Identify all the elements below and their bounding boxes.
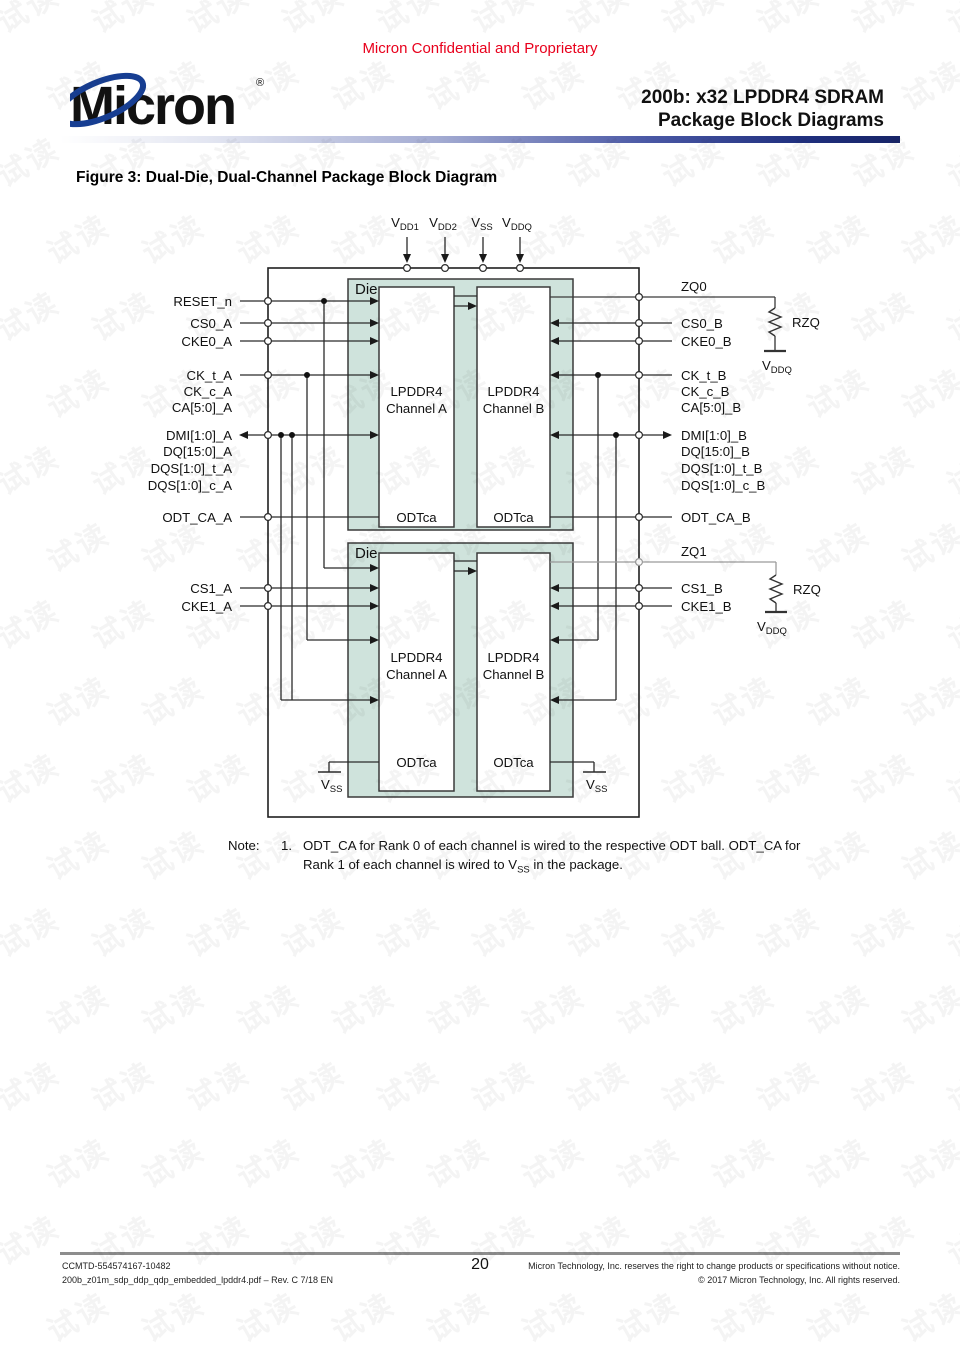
die-label-bottom: Die [355,545,378,562]
label-dqs-t-b: DQS[1:0]_t_B [681,461,763,476]
odtca-label-top-b: ODTca [493,510,534,525]
label-ck-c-b: CK_c_B [681,384,730,399]
channel-b-bottom-line1: LPDDR4 [487,650,539,665]
label-cke1-a: CKE1_A [181,599,232,614]
label-rzq-bottom: RZQ [793,582,821,597]
footer-rule [60,1252,900,1255]
svg-text:VSS: VSS [471,215,492,233]
svg-text:VDD1: VDD1 [391,215,419,233]
channel-a-bottom-line2: Channel A [386,667,447,682]
channel-b-top-line1: LPDDR4 [487,384,539,399]
package-ball-pads [264,264,643,610]
zq1-network [550,561,787,614]
micron-logo-swoosh-icon [70,72,147,128]
label-cs1-a: CS1_A [190,581,232,596]
junction-dots [278,298,619,438]
label-dq-a: DQ[15:0]_A [163,444,232,459]
page-number: 20 [471,1256,489,1273]
figure-title: Figure 3: Dual-Die, Dual-Channel Package… [76,169,498,186]
vddq-pin-label: V [502,215,511,230]
label-odt-ca-a: ODT_CA_A [162,510,232,525]
label-cs0-b: CS0_B [681,316,723,331]
power-pin-labels: VDD1 VDD2 VSS VDDQ [391,215,532,233]
label-dqs-c-b: DQS[1:0]_c_B [681,478,765,493]
note-number: 1. [281,838,292,853]
confidential-notice: Micron Confidential and Proprietary [362,40,598,57]
label-cs1-b: CS1_B [681,581,723,596]
label-vss-right: VSS [586,777,607,795]
label-zq0: ZQ0 [681,279,707,294]
odtca-label-bottom-b: ODTca [493,755,534,770]
micron-logo-text: Micron [70,76,235,136]
doc-title-block: 200b: x32 LPDDR4 SDRAM Package Block Dia… [641,86,884,132]
channel-a-bottom-line1: LPDDR4 [390,650,442,665]
label-cke0-b: CKE0_B [681,334,732,349]
footer-file-rev: 200b_z01m_sdp_ddp_qdp_embedded_lpddr4.pd… [62,1275,334,1285]
signal-wires [240,237,672,773]
footer-doc-info: CCMTD-554574167-10482 200b_z01m_sdp_ddp_… [62,1259,333,1287]
label-zq1: ZQ1 [681,544,707,559]
label-ck-c-a: CK_c_A [184,384,233,399]
header-gradient-rule [60,136,900,143]
footer-legal: Micron Technology, Inc. reserves the rig… [528,1259,900,1287]
vss-subscript: SS [517,864,530,876]
registered-mark: ® [256,77,264,89]
label-vddq-bottom: VDDQ [757,619,787,637]
vss-pin-label: V [471,215,480,230]
rzq-resistor-bottom-icon [768,574,784,604]
left-signal-labels: RESET_n CS0_A CKE0_A CK_t_A CK_c_A CA[5:… [148,294,233,614]
termination-labels: RZQ RZQ VDDQ VDDQ VSS VSS [321,315,821,795]
channel-a-box-top [378,286,455,528]
right-signal-labels: ZQ0 CS0_B CKE0_B CK_t_B CK_c_B CA[5:0]_B… [681,279,765,614]
note-body: ODT_CA for Rank 0 of each channel is wir… [303,838,801,876]
svg-text:VDDQ: VDDQ [502,215,532,233]
rzq-resistor-top-icon [767,307,783,337]
label-dq-b: DQ[15:0]_B [681,444,750,459]
odtca-label-top-a: ODTca [396,510,437,525]
label-cs0-a: CS0_A [190,316,232,331]
label-vss-left: VSS [321,777,342,795]
label-dqs-c-a: DQS[1:0]_c_A [148,478,232,493]
label-ck-t-b: CK_t_B [681,368,727,383]
micron-logo-group: Micron ® [70,72,264,136]
micron-logo: Micron ® [70,72,264,136]
arrowheads [239,254,672,704]
svg-text:VDD2: VDD2 [429,215,457,233]
die-top: Die LPDDR4 Channel A ODTca LPDDR4 Channe… [347,278,574,531]
vdd2-label: V [429,215,438,230]
zq0-network [550,296,786,353]
odtca-label-bottom-a: ODTca [396,755,437,770]
label-ca-a: CA[5:0]_A [172,400,232,415]
channel-b-box-bottom [476,552,551,792]
label-reset-n: RESET_n [173,294,232,309]
label-rzq-top: RZQ [792,315,820,330]
channel-b-box-top [476,286,551,528]
doc-title-line1: 200b: x32 LPDDR4 SDRAM [641,87,884,108]
label-dqs-t-a: DQS[1:0]_t_A [151,461,233,476]
die-bottom: Die LPDDR4 Channel A ODTca LPDDR4 Channe… [347,542,574,798]
label-dmi-a: DMI[1:0]_A [166,428,232,443]
channel-a-box-bottom [378,552,455,792]
footer-legal-line1: Micron Technology, Inc. reserves the rig… [528,1261,900,1271]
channel-b-bottom-line2: Channel B [483,667,545,682]
label-ck-t-a: CK_t_A [187,368,233,383]
label-odt-ca-b: ODT_CA_B [681,510,751,525]
vdd1-label: V [391,215,400,230]
channel-a-top-line1: LPDDR4 [390,384,442,399]
footer-legal-line2: © 2017 Micron Technology, Inc. All right… [698,1275,900,1285]
label-cke1-b: CKE1_B [681,599,732,614]
label-cke0-a: CKE0_A [181,334,232,349]
label-dmi-b: DMI[1:0]_B [681,428,747,443]
note-label: Note: [228,838,260,853]
label-ca-b: CA[5:0]_B [681,400,741,415]
label-vddq-top: VDDQ [762,358,792,376]
die-label-top: Die [355,281,378,298]
footer-doc-id: CCMTD-554574167-10482 [62,1261,171,1271]
channel-a-top-line2: Channel A [386,401,447,416]
channel-b-top-line2: Channel B [483,401,545,416]
doc-title-line2: Package Block Diagrams [657,110,884,131]
